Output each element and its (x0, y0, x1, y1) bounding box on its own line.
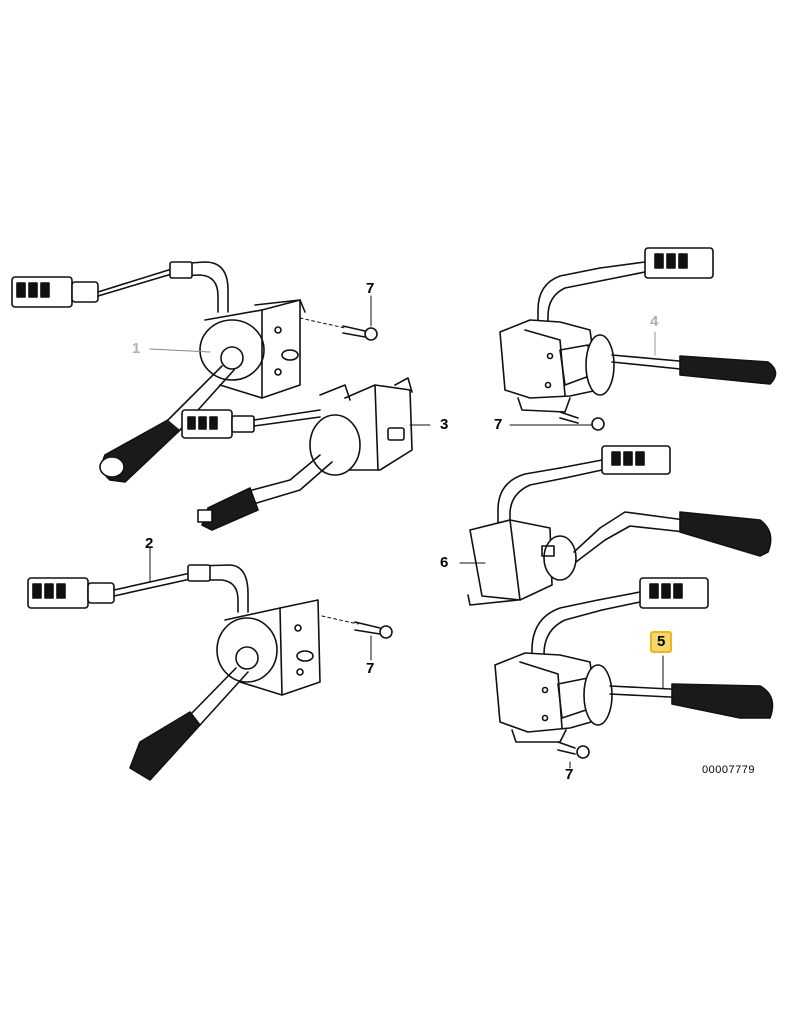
callout-7-b: 7 (494, 416, 503, 433)
switch-part-2[interactable] (27, 564, 321, 781)
switch-part-1[interactable] (11, 261, 306, 483)
callout-4: 4 (650, 313, 659, 330)
screw-7-b[interactable] (321, 615, 393, 639)
switch-part-4[interactable] (499, 247, 777, 413)
callout-6: 6 (440, 554, 449, 571)
callout-7-d: 7 (565, 766, 574, 783)
screw-7-c[interactable] (559, 411, 605, 431)
callout-7-a: 7 (366, 280, 375, 297)
switch-part-5[interactable] (494, 577, 774, 743)
switch-part-3[interactable] (181, 377, 413, 531)
callout-2: 2 (145, 535, 154, 552)
screw-7-a[interactable] (299, 317, 378, 341)
callout-5-highlighted[interactable]: 5 (650, 631, 673, 653)
callout-7-c: 7 (366, 660, 375, 677)
diagram-id: 00007779 (702, 764, 755, 776)
callout-3: 3 (440, 416, 449, 433)
switch-part-6[interactable] (467, 445, 772, 606)
callout-1: 1 (132, 340, 141, 357)
screw-7-d[interactable] (557, 741, 590, 759)
